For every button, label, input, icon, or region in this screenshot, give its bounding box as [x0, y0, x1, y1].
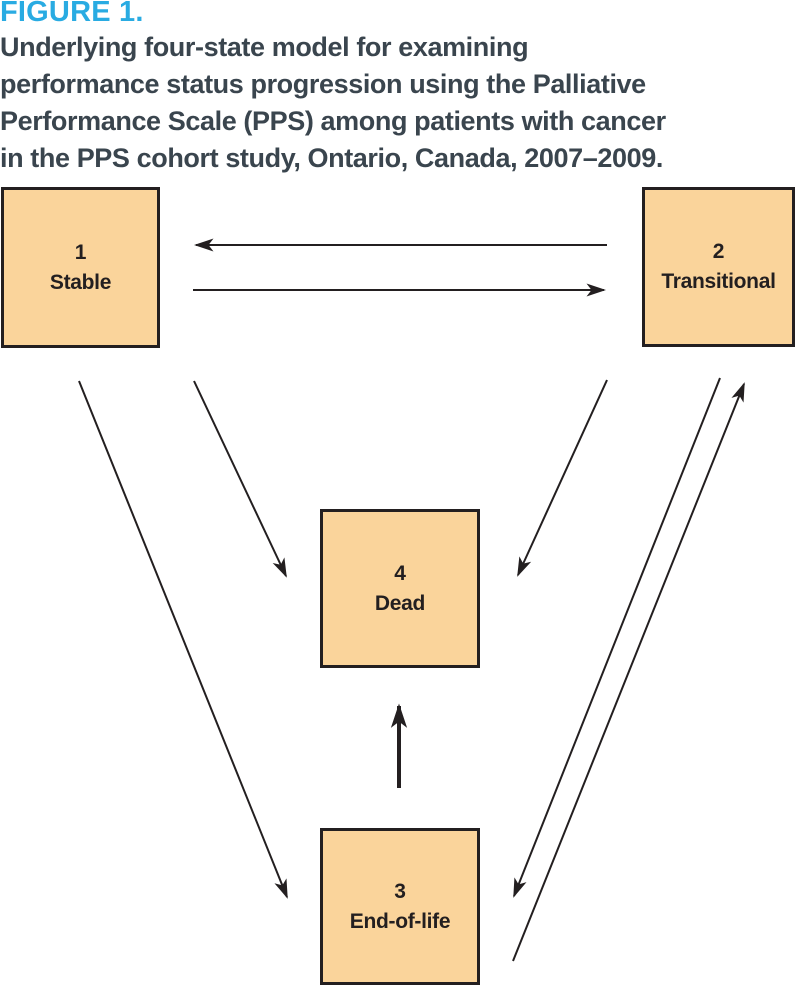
- state-number: 4: [394, 561, 406, 585]
- state-box-transitional: 2 Transitional: [642, 187, 795, 347]
- state-number: 1: [74, 240, 87, 264]
- state-label: Transitional: [661, 270, 776, 293]
- arrow-transitional-to-dead: [517, 379, 608, 577]
- state-number: 2: [712, 240, 725, 263]
- state-box-dead: 4 Dead: [320, 509, 480, 668]
- state-label: Stable: [49, 270, 112, 294]
- state-box-stable: 1 Stable: [1, 187, 160, 348]
- figure-title-line: in the PPS cohort study, Ontario, Canada…: [0, 143, 663, 173]
- arrow-endoflife-to-transitional: [512, 382, 745, 962]
- figure-title-line: Underlying four-state model for examinin…: [0, 32, 529, 62]
- figure-caption: FIGURE 1. Underlying four-state model fo…: [0, 0, 800, 177]
- figure-title-line: Performance Scale (PPS) among patients w…: [0, 106, 666, 136]
- figure-title: Underlying four-state model for examinin…: [0, 29, 800, 177]
- arrow-transitional-to-endoflife: [513, 377, 721, 898]
- state-number: 3: [394, 879, 406, 903]
- figure-title-line: performance status progression using the…: [0, 69, 646, 99]
- arrow-stable-to-endoflife: [78, 380, 288, 899]
- state-label: Dead: [374, 591, 426, 615]
- state-box-end-of-life: 3 End-of-life: [320, 828, 480, 985]
- state-label: End-of-life: [349, 909, 451, 933]
- arrow-stable-to-dead: [193, 380, 287, 578]
- figure-label: FIGURE 1.: [0, 0, 144, 28]
